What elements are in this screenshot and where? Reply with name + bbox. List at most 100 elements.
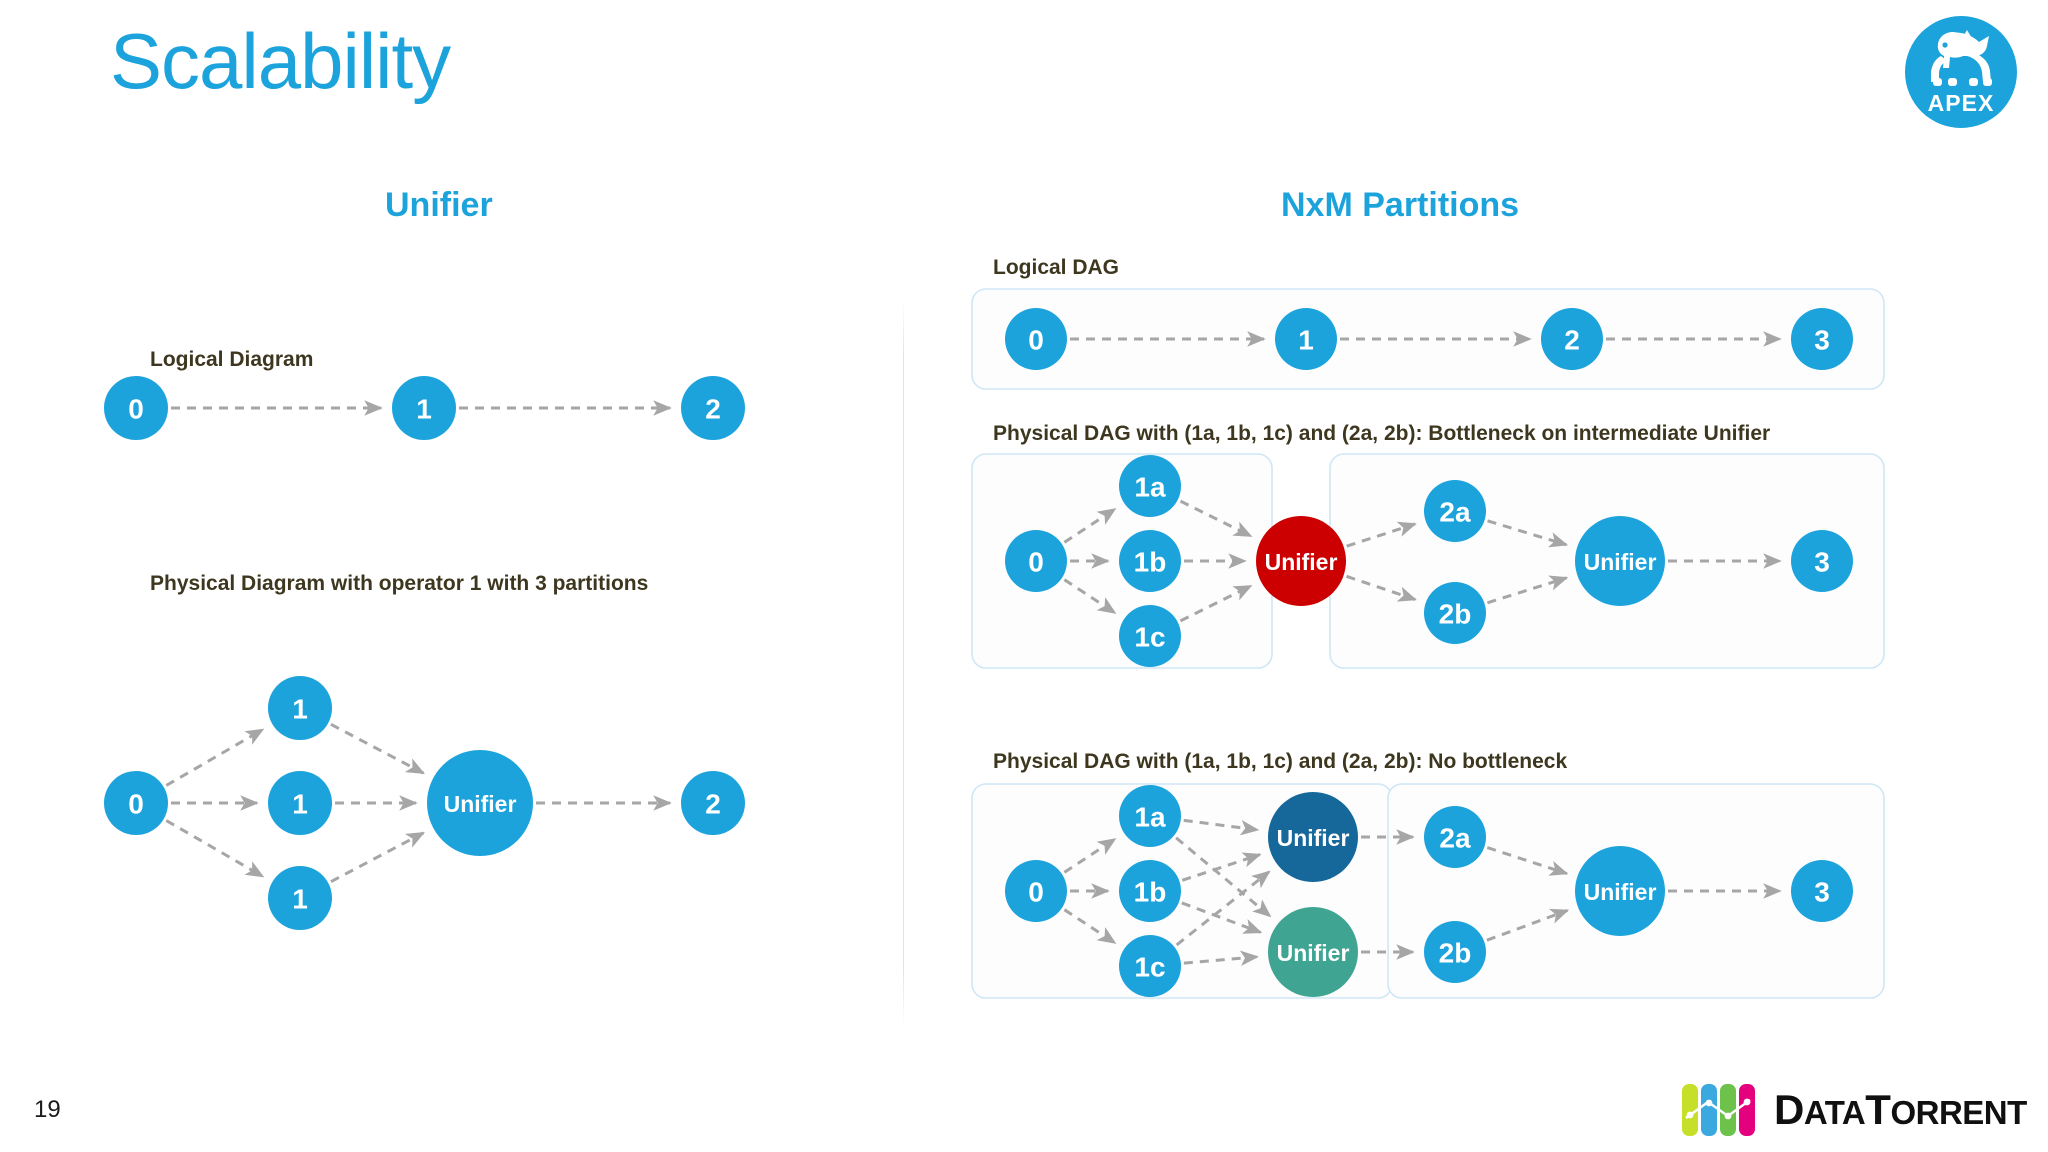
diagram-node-2: 2 — [681, 376, 745, 440]
caption-physical-dag-no-bottleneck: Physical DAG with (1a, 1b, 1c) and (2a, … — [993, 750, 1568, 773]
diagram-edge — [1175, 870, 1271, 947]
diagram-node-0: 0 — [1005, 860, 1067, 922]
svg-text:1b: 1b — [1134, 547, 1167, 578]
svg-text:1: 1 — [292, 789, 308, 820]
diagram-node-unifier: Unifier — [1575, 516, 1665, 606]
diagram-edge — [1063, 837, 1117, 874]
svg-text:2b: 2b — [1439, 599, 1472, 630]
page-number: 19 — [34, 1096, 61, 1123]
diagram-node-1: 1 — [268, 771, 332, 835]
datatorrent-logo: DATATORRENT — [1680, 1082, 2027, 1138]
apex-logo-text: APEX — [1927, 90, 1995, 116]
diagram-node-3: 3 — [1791, 860, 1853, 922]
diagram-node-3: 3 — [1791, 530, 1853, 592]
svg-text:1a: 1a — [1134, 472, 1166, 503]
diagram-edge — [1063, 908, 1117, 945]
diagram-node-1c: 1c — [1119, 935, 1181, 997]
diagram-node-3: 3 — [1791, 308, 1853, 370]
datatorrent-mark-icon — [1682, 1084, 1755, 1136]
svg-text:3: 3 — [1814, 325, 1830, 356]
diagram-node-1b: 1b — [1119, 530, 1181, 592]
diagram-node-1b: 1b — [1119, 860, 1181, 922]
diagram-edge — [1179, 499, 1253, 538]
gorilla-icon — [1931, 30, 1992, 86]
diagram-edge — [1486, 908, 1570, 942]
diagram-edge — [1181, 901, 1263, 934]
diagram-edge — [330, 723, 425, 775]
svg-text:2: 2 — [705, 394, 721, 425]
svg-text:Unifier: Unifier — [444, 791, 517, 817]
diagram-edge — [1345, 574, 1417, 602]
diagram-node-2a: 2a — [1424, 806, 1486, 868]
diagram-node-1a: 1a — [1119, 785, 1181, 847]
diagram-edge — [165, 728, 265, 787]
svg-text:1: 1 — [292, 884, 308, 915]
diagram-edge — [1487, 519, 1569, 548]
diagram-node-2: 2 — [681, 771, 745, 835]
section-header-unifier: Unifier — [385, 186, 493, 224]
diagram-edge — [1179, 584, 1253, 623]
column-divider — [903, 298, 904, 1028]
diagram-node-unifier: Unifier — [1268, 792, 1358, 882]
svg-text:2a: 2a — [1439, 497, 1471, 528]
diagram-node-2b: 2b — [1424, 582, 1486, 644]
diagram-node-1c: 1c — [1119, 605, 1181, 667]
page-title: Scalability — [110, 17, 451, 105]
diagram-edge — [1486, 846, 1569, 876]
diagram-edge — [1486, 575, 1569, 605]
diagram-physical-dag-bottleneck: 0 1a 1b 1c Unifier 2a 2b Unifier 3 — [971, 453, 1885, 669]
diagram-edge — [1063, 578, 1117, 615]
diagram-node-2a: 2a — [1424, 480, 1486, 542]
svg-text:0: 0 — [1028, 325, 1044, 356]
section-header-nxm-partitions: NxM Partitions — [1281, 186, 1520, 224]
svg-text:2: 2 — [705, 789, 721, 820]
apex-logo-circle: APEX — [1905, 16, 2017, 128]
diagram-node-2b: 2b — [1424, 921, 1486, 983]
diagram-logical-diagram: 0 1 2 — [104, 376, 745, 440]
diagram-edge — [1183, 818, 1260, 836]
svg-text:0: 0 — [128, 789, 144, 820]
diagram-node-unifier: Unifier — [1268, 907, 1358, 997]
diagram-node-1: 1 — [268, 676, 332, 740]
svg-text:0: 0 — [1028, 547, 1044, 578]
diagram-edge — [1183, 950, 1259, 967]
caption-physical-diagram: Physical Diagram with operator 1 with 3 … — [150, 572, 649, 595]
diagram-node-1: 1 — [392, 376, 456, 440]
caption-logical-dag: Logical DAG — [993, 256, 1120, 279]
diagram-node-2: 2 — [1541, 308, 1603, 370]
svg-text:3: 3 — [1814, 547, 1830, 578]
diagram-node-unifier: Unifier — [1256, 516, 1346, 606]
diagram-node-1a: 1a — [1119, 455, 1181, 517]
diagram-node-0: 0 — [1005, 308, 1067, 370]
svg-text:1c: 1c — [1134, 952, 1165, 983]
svg-text:1: 1 — [292, 694, 308, 725]
diagram-node-1: 1 — [1275, 308, 1337, 370]
diagram-node-0: 0 — [104, 771, 168, 835]
svg-text:2a: 2a — [1439, 823, 1471, 854]
svg-text:Unifier: Unifier — [1584, 879, 1657, 905]
diagram-node-unifier: Unifier — [427, 750, 533, 856]
diagram-edge — [165, 819, 265, 878]
caption-logical-diagram: Logical Diagram — [150, 348, 314, 371]
svg-text:1b: 1b — [1134, 877, 1167, 908]
svg-text:0: 0 — [128, 394, 144, 425]
svg-text:Unifier: Unifier — [1277, 825, 1350, 851]
diagram-node-0: 0 — [1005, 530, 1067, 592]
diagram-edge — [1181, 852, 1262, 882]
svg-text:3: 3 — [1814, 877, 1830, 908]
svg-text:0: 0 — [1028, 877, 1044, 908]
svg-text:2: 2 — [1564, 325, 1580, 356]
diagram-node-1: 1 — [268, 866, 332, 930]
diagram-logical-dag: 0 1 2 3 — [971, 288, 1885, 390]
diagram-edge — [1346, 521, 1417, 548]
caption-physical-dag-bottleneck: Physical DAG with (1a, 1b, 1c) and (2a, … — [993, 422, 1771, 445]
svg-text:2b: 2b — [1439, 938, 1472, 969]
svg-text:Unifier: Unifier — [1584, 549, 1657, 575]
datatorrent-wordmark: DATATORRENT — [1774, 1086, 2027, 1133]
svg-text:Unifier: Unifier — [1277, 940, 1350, 966]
svg-text:1a: 1a — [1134, 802, 1166, 833]
diagram-edge — [1063, 507, 1117, 544]
diagram-node-0: 0 — [104, 376, 168, 440]
